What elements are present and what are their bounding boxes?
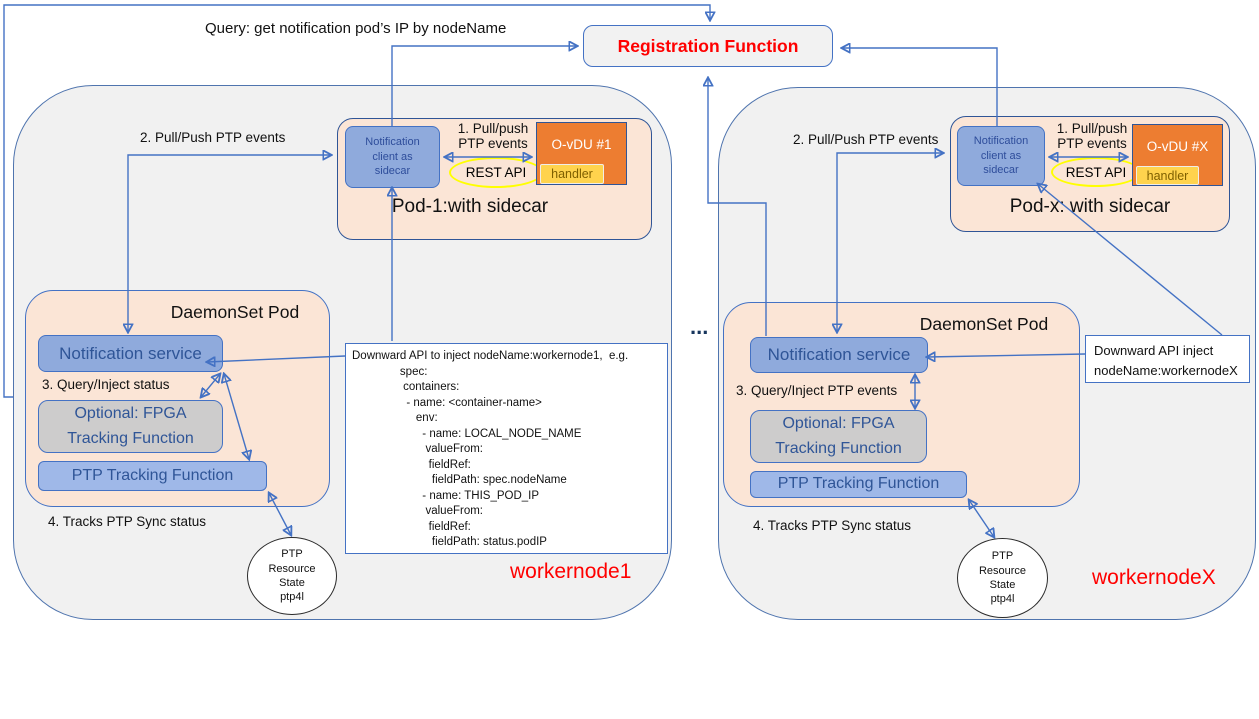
workernodex-query-inject-label: 3. Query/Inject PTP events [736,383,898,398]
pod1-pull-push-label: 1. Pull/push PTP events [457,121,529,151]
query-label: Query: get notification pod’s IP by node… [205,20,507,37]
workernodex-daemonset-title: DaemonSet Pod [919,314,1049,334]
workernode1-daemonset-title: DaemonSet Pod [170,302,300,322]
podx-pull-push-label: 1. Pull/push PTP events [1056,121,1128,151]
podx-notification-client-box: Notification client as sidecar [957,126,1045,186]
workernode1-pull-push-events-label: 2. Pull/Push PTP events [140,130,286,145]
workernodex-downward-api-box: Downward API inject nodeName:workernodeX [1085,335,1250,383]
podx-rest-api-ellipse: REST API [1051,157,1141,187]
registration-function-box: Registration Function [583,25,833,67]
workernodex-notification-service-box: Notification service [750,337,928,373]
workernode1-ptp-resource-circle: PTP Resource State ptp4l [247,537,337,615]
pod1-notification-client-box: Notification client as sidecar [345,126,440,188]
pod1-handler-box: handler [540,164,604,184]
workernodex-ptp-resource-circle: PTP Resource State ptp4l [957,538,1048,618]
workernode1-tracks-status-label: 4. Tracks PTP Sync status [48,514,207,529]
workernode1-notification-service-box: Notification service [38,335,223,372]
workernodex-fpga-tracking-box: Optional: FPGA Tracking Function [750,410,927,463]
workernodex-label: workernodeX [1092,566,1216,589]
pod1-label: Pod-1:with sidecar [391,196,549,217]
workernode1-downward-api-box: Downward API to inject nodeName:workerno… [345,343,668,554]
podx-label: Pod-x: with sidecar [1009,196,1171,217]
workernodex-ptp-tracking-box: PTP Tracking Function [750,471,967,498]
pod1-rest-api-ellipse: REST API [449,157,543,188]
workernodex-pull-push-events-label: 2. Pull/Push PTP events [793,132,939,147]
ellipsis-label: ... [690,314,709,339]
podx-handler-box: handler [1136,166,1199,185]
workernode1-fpga-tracking-box: Optional: FPGA Tracking Function [38,400,223,453]
workernode1-label: workernode1 [510,560,632,583]
workernodex-tracks-status-label: 4. Tracks PTP Sync status [753,518,912,533]
workernode1-query-inject-label: 3. Query/Inject status [42,377,170,392]
workernode1-ptp-tracking-box: PTP Tracking Function [38,461,267,491]
registration-function-label: Registration Function [617,35,799,56]
